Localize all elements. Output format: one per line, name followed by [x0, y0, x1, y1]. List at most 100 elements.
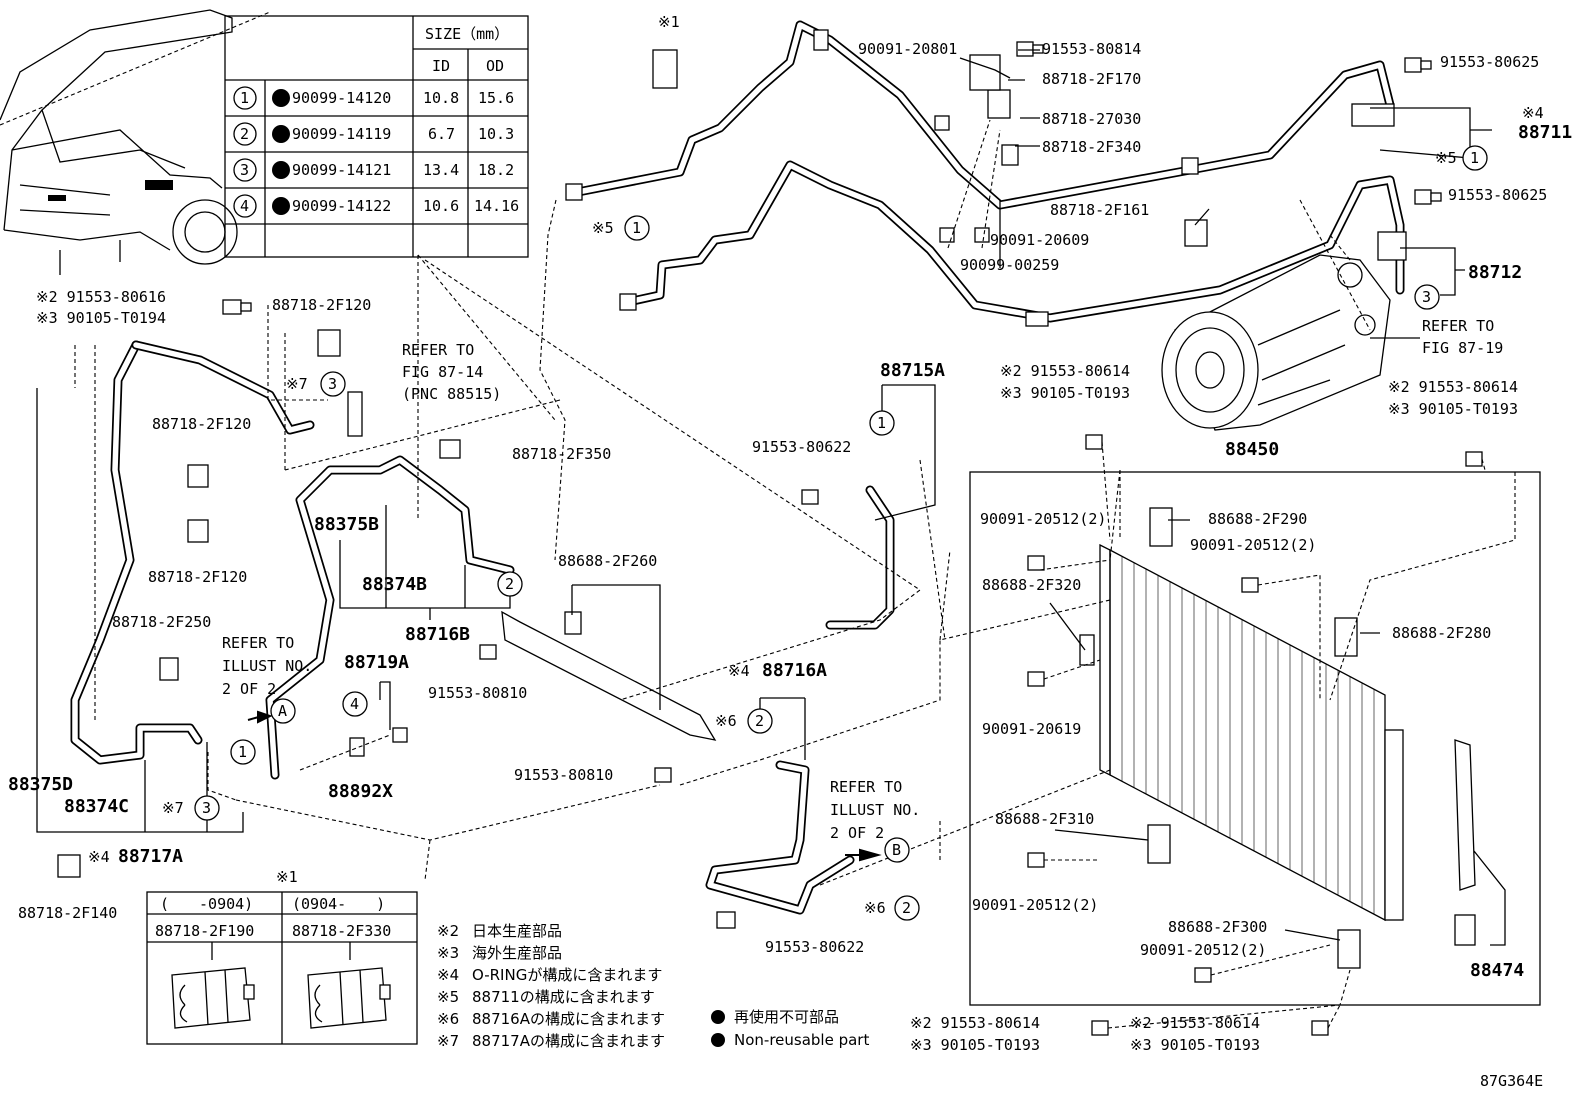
footnotes: ※2 日本生産部品 ※3 海外生産部品 ※4 O-RINGが構成に含まれます ※…: [437, 922, 869, 1050]
clip-188-icon: [171, 967, 255, 1029]
row-part-number: 90099-14120: [292, 89, 391, 107]
label-x2-91553-80614-d: ※2 91553-80614: [1130, 1014, 1260, 1032]
compressor-88450: [1161, 254, 1391, 431]
label-88375d: 88375D: [8, 774, 73, 795]
label-refer-illust-b-2: ILLUST NO.: [830, 801, 920, 819]
label-88718-2f120-b: 88718-2F120: [152, 415, 251, 433]
label-91553-80622-a: 91553-80622: [752, 438, 851, 456]
size-table-row: 3 90099-14121 13.4 18.2: [233, 158, 514, 182]
label-88688-2f300: 88688-2F300: [1168, 918, 1267, 936]
label-x2-91553-80614-a: ※2 91553-80614: [1000, 362, 1130, 380]
vehicle-illustration: [0, 9, 271, 275]
label-x3-90105-t0193-b: ※3 90105-T0193: [1388, 400, 1518, 418]
row-od: 14.16: [474, 197, 519, 215]
size-table-col-id: ID: [432, 57, 450, 75]
label-refer-illust-a-1: REFER TO: [222, 634, 294, 652]
label-refer-fig-87-14-a: REFER TO: [402, 341, 474, 359]
clip-col1-header: ( -0904): [160, 895, 253, 913]
note-mark: ※2: [437, 922, 459, 940]
row-id: 6.7: [428, 125, 455, 143]
note-text: 海外生産部品: [472, 944, 562, 962]
legend-jp: 再使用不可部品: [734, 1008, 839, 1026]
callout-2-x6b: 2: [902, 899, 911, 917]
figure-id: 87G364E: [1480, 1072, 1543, 1090]
label-88688-2f260: 88688-2F260: [558, 552, 657, 570]
size-table-header: SIZE（mm）: [425, 25, 509, 43]
non-reusable-dot-icon: [272, 197, 290, 215]
label-90091-20512-a: 90091-20512(2): [980, 510, 1106, 528]
row-number: 2: [240, 125, 249, 143]
size-table-row: 1 90099-14120 10.8 15.6: [233, 86, 514, 110]
leader-lines: [36, 49, 1516, 1029]
label-88719a: 88719A: [344, 652, 409, 673]
label-88688-2f280: 88688-2F280: [1392, 624, 1491, 642]
note-mark: ※5: [437, 988, 459, 1006]
label-x5-right: ※5: [1435, 149, 1457, 167]
label-refer-illust-a-2: ILLUST NO.: [222, 657, 312, 675]
label-x6-b: ※6: [864, 899, 886, 917]
note-text: 88717Aの構成に含まれます: [472, 1032, 665, 1050]
row-id: 10.8: [423, 89, 459, 107]
label-90091-20512-b: 90091-20512(2): [1190, 536, 1316, 554]
callout-circles: 1 1 3 3 1 2 4 1 3 2 2 A B: [194, 145, 1488, 921]
callout-4-88719a: 4: [350, 695, 359, 713]
pipe-88716b: [265, 455, 515, 780]
label-refer-illust-a-3: 2 OF 2: [222, 680, 276, 698]
label-x4-88711: ※4: [1522, 104, 1544, 122]
pipe-88711: [565, 20, 1395, 210]
condenser-assembly: [969, 471, 1541, 1006]
label-91553-80810-a: 91553-80810: [428, 684, 527, 702]
note-text: 88711の構成に含まれます: [472, 988, 655, 1006]
bracket-88688-2f260: [501, 610, 717, 741]
row-number: 4: [240, 197, 249, 215]
label-88711: 88711: [1518, 122, 1572, 143]
arrow-label-b: B: [892, 841, 901, 859]
note-mark: ※6: [437, 1010, 459, 1028]
non-reusable-dot-icon: [272, 125, 290, 143]
label-91553-80622-b: 91553-80622: [765, 938, 864, 956]
callout-3-x7b: 3: [202, 799, 211, 817]
note-mark: ※3: [437, 944, 459, 962]
row-id: 10.6: [423, 197, 459, 215]
label-88374b: 88374B: [362, 574, 427, 595]
size-table-col-od: OD: [486, 57, 504, 75]
label-91553-80625-b: 91553-80625: [1448, 186, 1547, 204]
label-x2-91553-80616: ※2 91553-80616: [36, 288, 166, 306]
label-90091-20801: 90091-20801: [858, 40, 957, 58]
label-x1-top: ※1: [658, 13, 680, 31]
label-91553-80625-a: 91553-80625: [1440, 53, 1539, 71]
arrow-b-icon: [845, 848, 882, 862]
non-reusable-dot-icon: [272, 89, 290, 107]
label-88474: 88474: [1470, 960, 1524, 981]
label-x4-88717a: ※4: [88, 848, 110, 866]
clip-col2-part: 88718-2F330: [292, 922, 391, 940]
callout-2-88716b: 2: [505, 575, 514, 593]
label-88375b: 88375B: [314, 514, 379, 535]
label-refer-fig-87-19-b: FIG 87-19: [1422, 339, 1503, 357]
label-90091-20512-c: 90091-20512(2): [972, 896, 1098, 914]
label-88718-2f140: 88718-2F140: [18, 904, 117, 922]
callout-3-x7a: 3: [328, 375, 337, 393]
label-91553-80814: 91553-80814: [1042, 40, 1141, 58]
label-88718-2f120-c: 88718-2F120: [148, 568, 247, 586]
label-x2-91553-80614-c: ※2 91553-80614: [910, 1014, 1040, 1032]
label-x3-90105-t0193-c: ※3 90105-T0193: [910, 1036, 1040, 1054]
condenser-core: [1099, 543, 1404, 922]
label-x7-a: ※7: [286, 375, 308, 393]
label-88715a: 88715A: [880, 360, 945, 381]
non-reusable-dot-icon: [272, 161, 290, 179]
callout-1-88715a: 1: [877, 414, 886, 432]
label-90091-20609: 90091-20609: [990, 231, 1089, 249]
label-88718-2f340: 88718-2F340: [1042, 138, 1141, 156]
row-part-number: 90099-14121: [292, 161, 391, 179]
row-part-number: 90099-14119: [292, 125, 391, 143]
label-90091-20619: 90091-20619: [982, 720, 1081, 738]
callout-1-left: 1: [238, 743, 247, 761]
pipe-88712: [619, 160, 1407, 327]
row-number: 1: [240, 89, 249, 107]
row-od: 15.6: [478, 89, 514, 107]
label-88718-2f120-a: 88718-2F120: [272, 296, 371, 314]
label-x3-90105-t0193-d: ※3 90105-T0193: [1130, 1036, 1260, 1054]
clip-col1-part: 88718-2F190: [155, 922, 254, 940]
row-number: 3: [240, 161, 249, 179]
